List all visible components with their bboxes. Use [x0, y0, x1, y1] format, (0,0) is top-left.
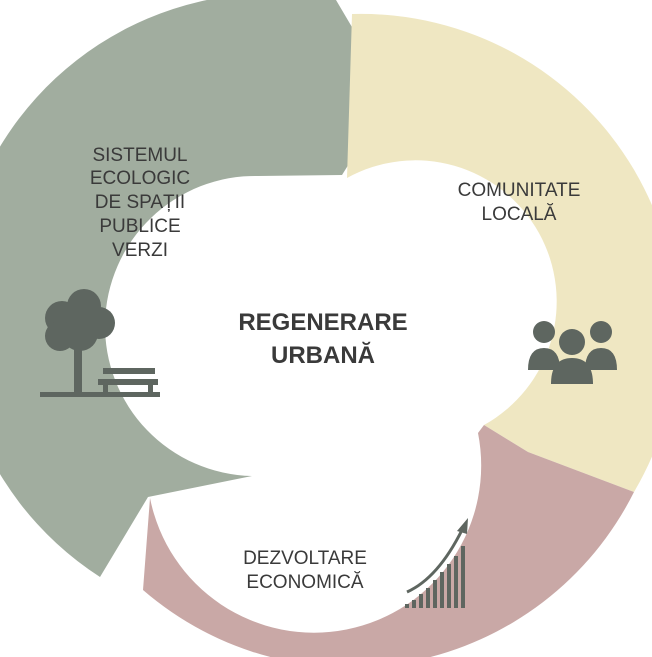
pink-label-line1: DEZVOLTARE	[243, 548, 367, 569]
green-label-line5: VERZI	[112, 240, 168, 261]
green-label-line1: SISTEMUL	[92, 145, 187, 166]
segment-economic-development	[143, 425, 634, 657]
tree-bench-icon	[40, 289, 160, 397]
yellow-label-line1: COMUNITATE	[458, 180, 581, 201]
center-title-line2: URBANĂ	[271, 341, 375, 369]
center-circle	[183, 183, 463, 463]
green-label-line2: ECOLOGIC	[90, 168, 190, 189]
people-group-icon	[528, 321, 617, 384]
green-label-line4: PUBLICE	[99, 216, 180, 237]
segment-green-spaces	[0, 0, 392, 577]
yellow-label-line2: LOCALĂ	[482, 204, 557, 225]
center-title-line1: REGENERARE	[238, 309, 407, 336]
pink-label-line2: ECONOMICĂ	[246, 572, 364, 593]
growth-chart-icon	[405, 518, 468, 608]
green-label-line3: DE SPAȚII	[95, 192, 185, 213]
